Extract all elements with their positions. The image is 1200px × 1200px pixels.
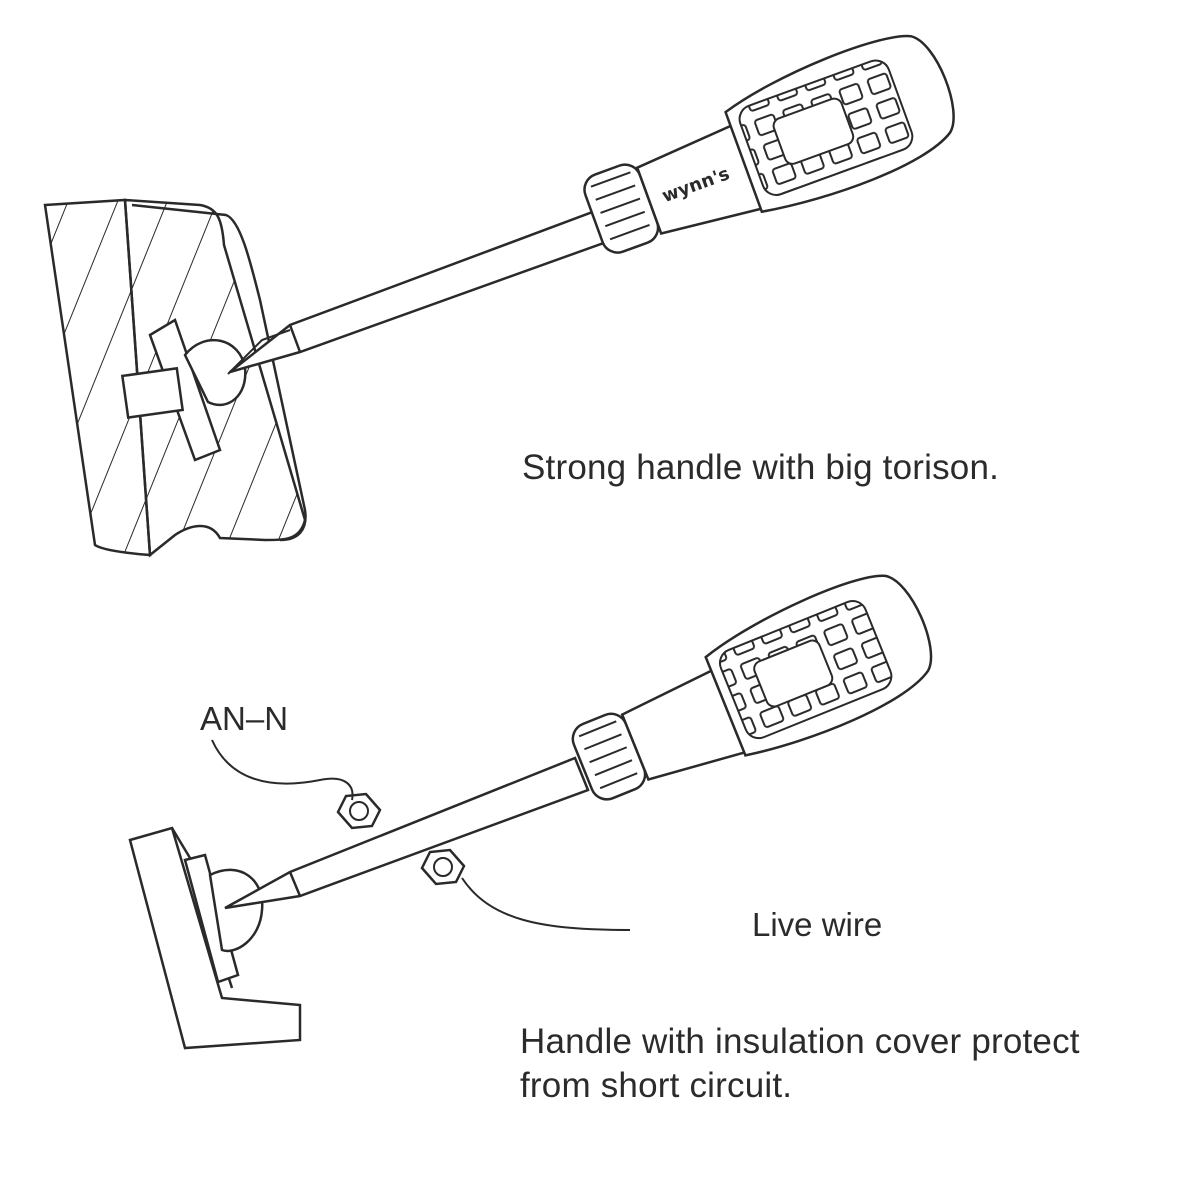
screwdriver-shaft	[227, 208, 614, 375]
top-illustration: wynn's	[43, 34, 955, 558]
live-leader-line	[461, 877, 631, 931]
neutral-nut-icon	[336, 792, 382, 830]
bottom-caption-line-2: from short circuit.	[520, 1066, 793, 1105]
bottom-caption-line-1: Handle with insulation cover protect	[520, 1022, 1080, 1061]
terminal-screw	[183, 853, 264, 984]
live-nut-icon	[420, 848, 466, 886]
screwdriver-handle: wynn's	[583, 34, 955, 254]
top-caption: Strong handle with big torison.	[522, 448, 1000, 487]
bottom-caption: Handle with insulation cover protect fro…	[520, 1020, 1080, 1108]
neutral-nut-label: AN–N	[200, 700, 289, 737]
neutral-leader-line	[211, 739, 354, 801]
bottom-illustration	[128, 574, 933, 1050]
screwdriver-handle-bottom	[571, 574, 933, 801]
live-wire-label: Live wire	[752, 906, 883, 943]
screwdriver-shaft-bottom	[224, 756, 590, 910]
